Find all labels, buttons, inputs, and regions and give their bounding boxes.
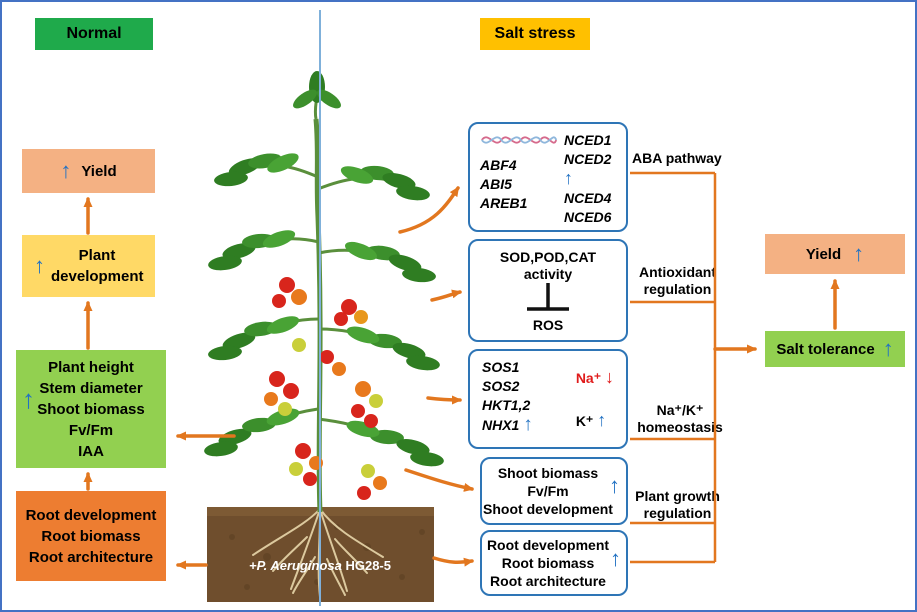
up-arrow-icon: ↑ — [523, 414, 533, 435]
up-arrow-icon: ↑ — [853, 241, 865, 266]
inhibition-icon — [527, 282, 569, 311]
up-arrow-icon: ↑ — [34, 253, 45, 278]
aba-genes-box: ABF4 ABI5 AREB1 NCED1 NCED2 ↑ NCED4 NCED… — [468, 122, 628, 232]
plant-development-label: Plant development — [51, 247, 144, 285]
gene-row: NCED2 ↑ — [564, 150, 618, 189]
root-trait: Root biomass — [41, 527, 141, 545]
shoot-trait: Shoot development — [483, 501, 613, 517]
root-trait: Root development — [486, 537, 610, 553]
up-arrow-icon: ↑ — [882, 336, 894, 361]
inoculant-species: +P. Aeruginosa — [249, 558, 342, 573]
normal-root-box: Root development Root biomass Root archi… — [16, 491, 166, 581]
normal-yield-label: Yield — [81, 162, 117, 180]
up-arrow-icon: ↑ — [60, 158, 72, 183]
antioxidant-regulation-label: Antioxidant regulation — [639, 264, 716, 297]
salt-stress-header: Salt stress — [480, 18, 590, 50]
shoot-trait: Fv/Fm — [527, 483, 569, 499]
dna-icon — [481, 136, 558, 144]
growth-traits-box: ↑ Plant height Stem diameter Shoot bioma… — [16, 350, 166, 468]
normal-label: Normal — [66, 25, 122, 42]
gene-name: SOS1 — [482, 359, 520, 375]
salt-stress-label: Salt stress — [494, 25, 576, 42]
gene-name: HKT1,2 — [482, 397, 531, 413]
normal-yield-box: ↑ Yield — [22, 149, 155, 193]
gene-name: ABF4 — [480, 157, 517, 173]
leaves-illustration — [204, 71, 325, 457]
aba-pathway-label: ABA pathway — [632, 150, 722, 166]
gene-row: NHX1 ↑ — [482, 415, 533, 435]
root-trait: Root biomass — [501, 555, 595, 571]
salt-yield-box: Yield ↑ — [765, 234, 905, 274]
growth-trait: Shoot biomass — [37, 400, 145, 418]
ion-homeostasis-box: SOS1 SOS2 HKT1,2 NHX1 ↑ Na⁺ ↓ K⁺ ↑ — [468, 349, 628, 449]
roots-illustration — [252, 508, 384, 598]
up-arrow-icon: ↑ — [597, 410, 607, 430]
up-arrow-icon: ↑ — [609, 473, 620, 498]
growth-trait: IAA — [78, 442, 104, 460]
growth-trait: Plant height — [48, 358, 134, 376]
up-arrow-icon: ↑ — [610, 546, 621, 571]
root-trait: Root architecture — [28, 548, 154, 566]
plant-illustration — [204, 71, 444, 602]
plant-development-box: ↑ Plant development — [22, 235, 155, 297]
antioxidant-box: SOD,POD,CAT activity ROS — [468, 239, 628, 342]
gene-name: SOS2 — [482, 378, 520, 394]
salt-yield-label: Yield — [805, 245, 842, 263]
down-arrow-icon: ↓ — [605, 367, 614, 387]
plant-growth-regulation-label: Plant growth regulation — [635, 488, 720, 521]
growth-trait: Fv/Fm — [68, 421, 114, 439]
potassium-label: K⁺ — [575, 413, 594, 429]
inoculant-strain: HG28-5 — [345, 558, 391, 573]
tomatoes-illustration — [264, 277, 387, 500]
salt-tolerance-box: Salt tolerance ↑ — [765, 331, 905, 367]
sodium-row: Na⁺ ↓ — [576, 367, 614, 388]
up-arrow-icon: ↑ — [564, 168, 573, 188]
gene-name: NCED2 — [564, 151, 612, 167]
sodium-label: Na⁺ — [575, 370, 602, 386]
ion-homeostasis-label: Na⁺/K⁺ homeostasis — [637, 402, 723, 435]
gene-name: NCED6 — [564, 209, 612, 225]
gene-name: NCED4 — [564, 190, 612, 206]
salt-tolerance-label: Salt tolerance — [776, 340, 875, 358]
potassium-row: K⁺ ↑ — [576, 410, 614, 431]
normal-condition-header: Normal — [35, 18, 153, 50]
shoot-growth-box: ↑ Shoot biomass Fv/Fm Shoot development — [480, 457, 628, 525]
ros-label: ROS — [532, 316, 564, 333]
up-arrow-icon: ↑ — [22, 384, 35, 414]
antioxidant-enzymes-label: SOD,POD,CAT activity — [499, 248, 597, 282]
shoot-trait: Shoot biomass — [497, 465, 599, 481]
root-trait: Root development — [25, 506, 157, 524]
salt-root-box: ↑ Root development Root biomass Root arc… — [480, 530, 628, 596]
gene-name: NCED1 — [564, 132, 612, 148]
root-trait: Root architecture — [490, 573, 606, 589]
gene-name: AREB1 — [480, 195, 528, 211]
gene-name: NHX1 — [482, 417, 520, 433]
inoculant-label: +P. Aeruginosa HG28-5 — [207, 558, 433, 573]
condition-divider-line — [319, 10, 321, 606]
gene-name: ABI5 — [480, 176, 512, 192]
growth-trait: Stem diameter — [39, 379, 143, 397]
